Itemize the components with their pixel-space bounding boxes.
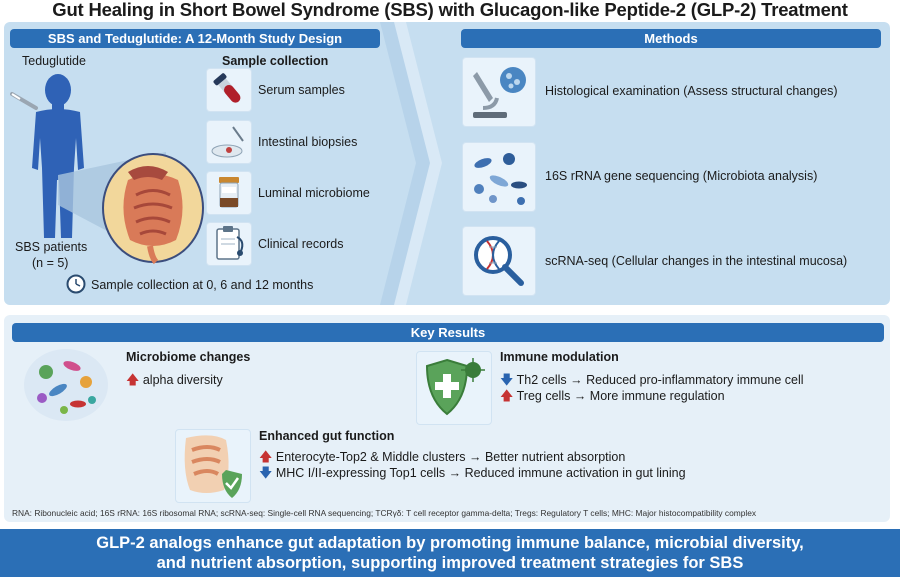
intestine-icon <box>58 152 204 265</box>
patients-count: (n = 5) <box>32 256 69 270</box>
gut-title: Enhanced gut function <box>259 429 395 443</box>
key-results-header: Key Results <box>12 323 884 342</box>
syringe-icon <box>10 92 38 110</box>
up-arrow-icon: 🡅 <box>500 388 514 403</box>
sample-timing: Sample collection at 0, 6 and 12 months <box>91 278 314 292</box>
up-arrow-icon: 🡅 <box>126 372 140 387</box>
petri-dish-icon <box>206 120 252 164</box>
abbreviations: RNA: Ribonucleic acid; 16S rRNA: 16S rib… <box>12 508 757 518</box>
dna-magnifier-icon <box>462 226 536 296</box>
clock-icon <box>66 274 86 294</box>
sample-collection-header: Sample collection <box>222 54 329 68</box>
conclusion-banner: GLP-2 analogs enhance gut adaptation by … <box>0 529 900 577</box>
conclusion-line-2: and nutrient absorption, supporting impr… <box>156 554 744 572</box>
gut-result-enterocyte: 🡅 Enterocyte-Top2 & Middle clusters → Be… <box>259 449 626 464</box>
sample-label: Luminal microbiome <box>258 186 370 200</box>
clipboard-icon <box>206 222 252 266</box>
page-title: Gut Healing in Short Bowel Syndrome (SBS… <box>52 0 848 20</box>
immune-result-th2: 🡇 Th2 cells → Reduced pro-inflammatory i… <box>500 372 804 387</box>
up-arrow-icon: 🡅 <box>259 449 273 464</box>
sample-label: Serum samples <box>258 83 345 97</box>
down-arrow-icon: 🡇 <box>259 465 273 480</box>
sample-label: Intestinal biopsies <box>258 135 358 149</box>
bacteria-icon <box>24 349 108 421</box>
drug-label: Teduglutide <box>22 54 86 68</box>
study-design-header: SBS and Teduglutide: A 12-Month Study De… <box>10 29 380 48</box>
method-label: Histological examination (Assess structu… <box>545 84 838 98</box>
chevron-arrow-icon <box>380 22 442 305</box>
down-arrow-icon: 🡇 <box>500 372 514 387</box>
microbiome-result: 🡅 alpha diversity <box>126 372 223 387</box>
microscope-icon <box>462 57 536 127</box>
method-label: scRNA-seq (Cellular changes in the intes… <box>545 254 848 268</box>
microbiome-title: Microbiome changes <box>126 350 251 364</box>
shield-icon <box>416 351 492 425</box>
immune-result-treg: 🡅 Treg cells → More immune regulation <box>500 388 725 403</box>
method-label: 16S rRNA gene sequencing (Microbiota ana… <box>545 169 818 183</box>
immune-title: Immune modulation <box>500 350 619 364</box>
blood-tube-icon <box>206 68 252 112</box>
sample-label: Clinical records <box>258 237 344 251</box>
specimen-jar-icon <box>206 171 252 215</box>
patients-label: SBS patients <box>15 240 88 254</box>
methods-header: Methods <box>461 29 881 48</box>
conclusion-line-1: GLP-2 analogs enhance gut adaptation by … <box>96 534 804 552</box>
bacteria-icon <box>462 142 536 212</box>
gut-shield-icon <box>175 429 251 503</box>
gut-result-mhc: 🡇 MHC I/II-expressing Top1 cells → Reduc… <box>259 465 686 480</box>
